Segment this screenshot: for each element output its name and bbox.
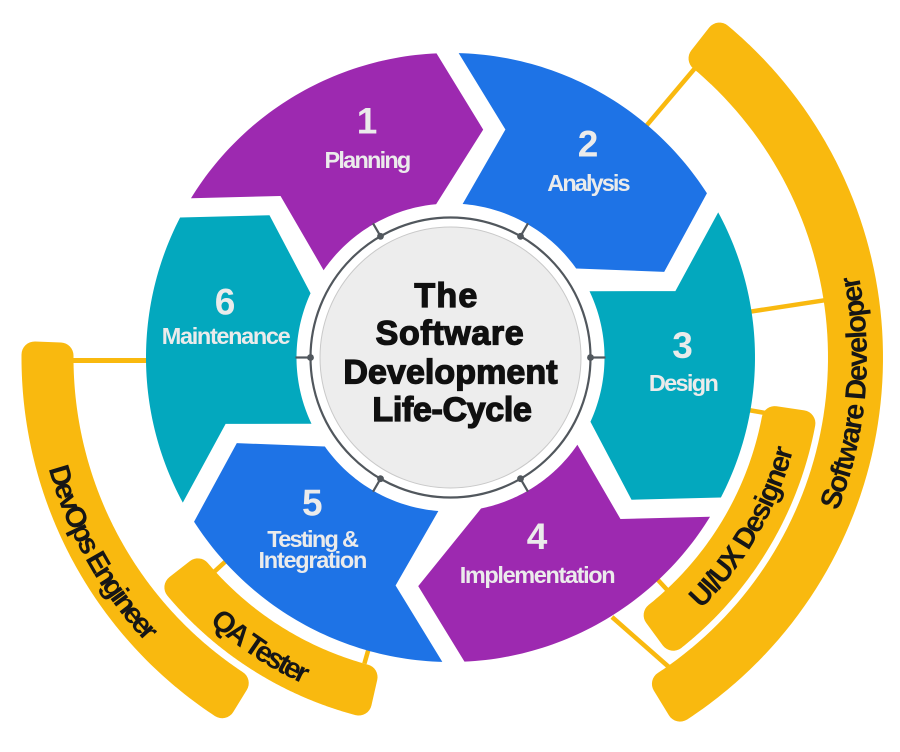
svg-text:Development: Development — [343, 354, 557, 392]
svg-text:Implementation: Implementation — [460, 562, 614, 588]
svg-text:Design: Design — [649, 370, 718, 396]
svg-text:2: 2 — [578, 124, 599, 165]
svg-text:Life-Cycle: Life-Cycle — [372, 391, 531, 429]
svg-text:Software: Software — [376, 314, 525, 352]
svg-text:3: 3 — [672, 325, 693, 366]
svg-text:Integration: Integration — [259, 547, 367, 573]
svg-text:Planning: Planning — [325, 147, 410, 173]
svg-text:6: 6 — [215, 282, 236, 323]
svg-text:Testing &: Testing & — [267, 526, 359, 552]
svg-text:4: 4 — [527, 516, 548, 557]
svg-text:Analysis: Analysis — [547, 170, 630, 196]
svg-text:1: 1 — [357, 100, 378, 141]
svg-text:Maintenance: Maintenance — [162, 323, 291, 349]
svg-text:5: 5 — [302, 483, 323, 524]
svg-text:The: The — [414, 277, 478, 315]
